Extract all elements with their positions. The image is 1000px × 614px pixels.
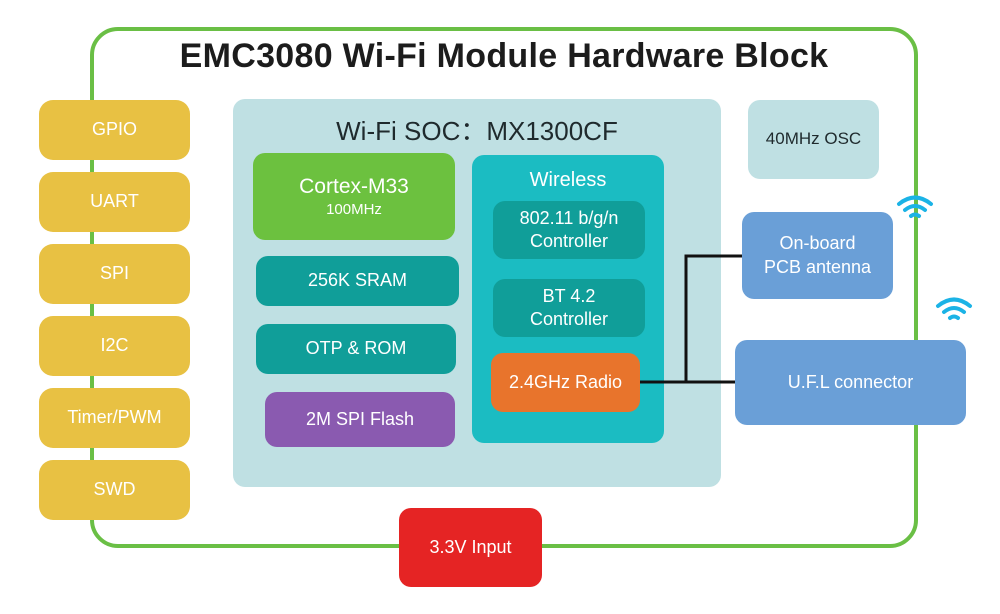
uart-block: UART [39, 172, 190, 232]
ufl-connector-block: U.F.L connector [735, 340, 966, 425]
oscillator-block: 40MHz OSC [748, 100, 879, 179]
otp-rom-block: OTP & ROM [256, 324, 456, 374]
wireless-title: Wireless [529, 169, 607, 191]
spi-block: SPI [39, 244, 190, 304]
sram-block: 256K SRAM [256, 256, 459, 306]
diagram-title: EMC3080 Wi-Fi Module Hardware Block [179, 37, 829, 75]
wifi-signal-icon [897, 195, 933, 218]
swd-block: SWD [39, 460, 190, 520]
bt-controller-block: BT 4.2 Controller [493, 279, 645, 337]
wifi-controller-line1: 802.11 b/g/n [519, 207, 619, 228]
antenna-line1: On-board [779, 233, 856, 254]
i2c-block: I2C [39, 316, 190, 376]
wifi-signal-icon [936, 297, 972, 320]
timer-pwm-block: Timer/PWM [39, 388, 190, 448]
pcb-antenna-block: On-board PCB antenna [742, 212, 893, 299]
soc-title: Wi-Fi SOC：MX1300CF [336, 116, 618, 146]
radio-block: 2.4GHz Radio [491, 353, 640, 412]
bt-controller-line1: BT 4.2 [542, 285, 596, 306]
power-input-block: 3.3V Input [399, 508, 542, 587]
radio-to-antenna-line [684, 254, 742, 382]
wifi-controller-line2: Controller [529, 231, 609, 251]
bt-controller-line2: Controller [529, 309, 609, 329]
gpio-block: GPIO [39, 100, 190, 160]
cpu-freq: 100MHz [326, 201, 382, 219]
cpu-name: Cortex-M33 [299, 175, 409, 199]
antenna-line2: PCB antenna [763, 256, 872, 277]
wifi-controller-block: 802.11 b/g/n Controller [493, 201, 645, 259]
spi-flash-block: 2M SPI Flash [265, 392, 455, 447]
cpu-block: Cortex-M33 100MHz [253, 153, 455, 240]
